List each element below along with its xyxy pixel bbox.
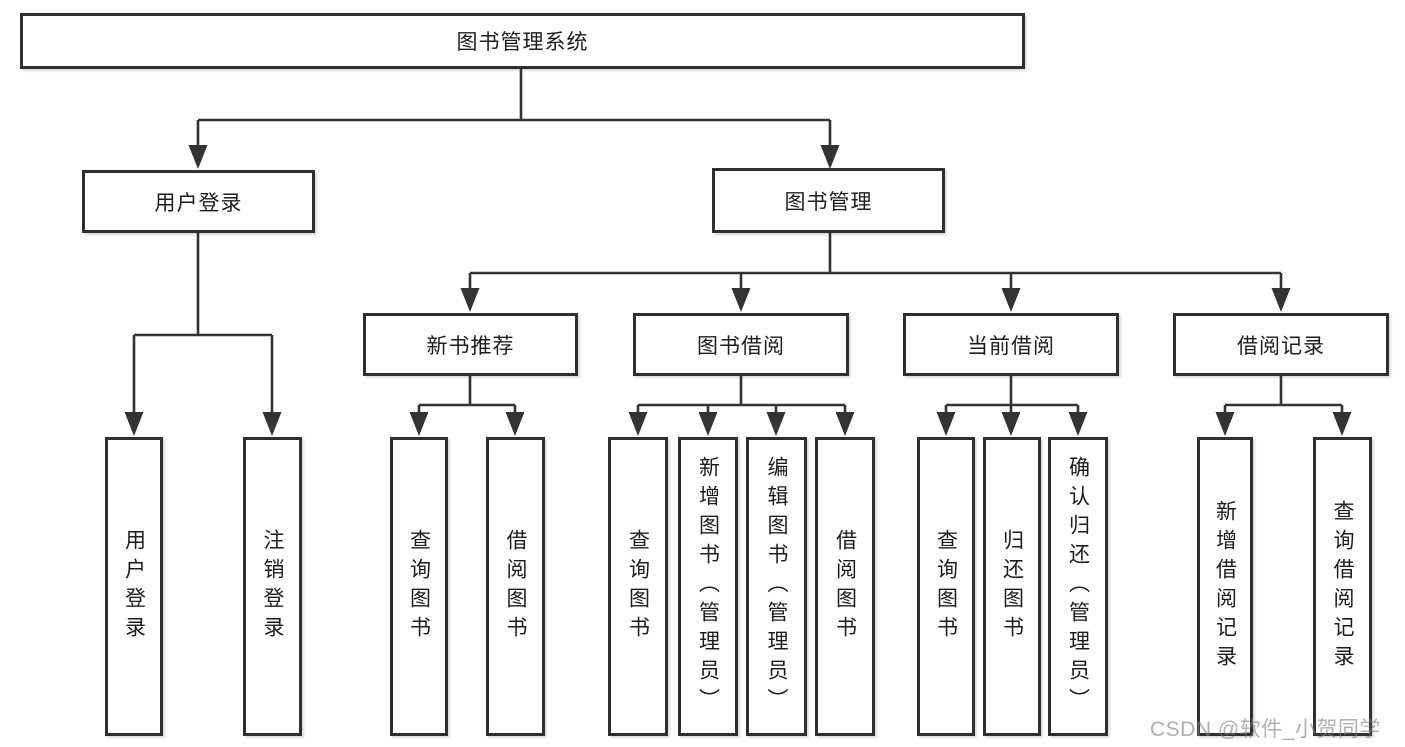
leaf-edit-book-admin: 编辑图书（管理员）	[746, 437, 807, 736]
arrow-icon	[1332, 412, 1352, 436]
node-borrow-records-label: 借阅记录	[1237, 334, 1325, 358]
connector-book-borrow	[636, 376, 847, 413]
arrow-icon	[835, 412, 855, 436]
arrow-icon	[188, 145, 208, 169]
leaf-logout-label: 注销登录	[261, 528, 284, 645]
node-book-management: 图书管理	[712, 168, 945, 233]
arrow-icon	[505, 412, 525, 436]
arrow-icon	[698, 412, 718, 436]
leaf-add-book-admin: 新增图书（管理员）	[678, 437, 738, 736]
leaf-user-login-label: 用户登录	[122, 528, 146, 645]
leaf-return-book-label: 归还图书	[1000, 528, 1024, 645]
connector-new-book-recommend	[417, 376, 517, 413]
connector-current-borrow	[944, 376, 1080, 413]
node-current-borrow: 当前借阅	[903, 313, 1119, 376]
connector-root	[196, 69, 832, 146]
leaf-query-books-1-label: 查询图书	[407, 528, 431, 645]
node-library-system-label: 图书管理系统	[456, 31, 589, 54]
arrow-icon	[1001, 288, 1021, 312]
leaf-query-books-1: 查询图书	[390, 437, 448, 736]
leaf-query-books-2-label: 查询图书	[626, 528, 650, 645]
leaf-add-borrow-record: 新增借阅记录	[1197, 437, 1253, 736]
arrow-icon	[731, 288, 751, 312]
leaf-return-book: 归还图书	[983, 437, 1041, 736]
arrow-icon	[936, 412, 956, 436]
node-borrow-records: 借阅记录	[1173, 313, 1389, 376]
leaf-borrow-books-2: 借阅图书	[815, 437, 875, 736]
node-new-book-recommend-label: 新书推荐	[426, 334, 515, 358]
leaf-borrow-books-1: 借阅图书	[486, 437, 545, 736]
connector-borrow-records	[1223, 376, 1344, 413]
node-library-system: 图书管理系统	[20, 13, 1025, 69]
arrow-icon	[1001, 412, 1021, 436]
arrow-icon	[1068, 412, 1088, 436]
leaf-edit-book-admin-label: 编辑图书（管理员）	[765, 456, 788, 717]
leaf-query-books-3: 查询图书	[917, 437, 975, 736]
leaf-query-borrow-record-label: 查询借阅记录	[1331, 499, 1354, 674]
leaf-user-login: 用户登录	[105, 437, 163, 736]
leaf-borrow-books-1-label: 借阅图书	[504, 528, 527, 645]
leaf-add-book-admin-label: 新增图书（管理员）	[696, 456, 720, 717]
node-book-borrow-label: 图书借阅	[697, 334, 785, 358]
connector-book-management	[468, 233, 1283, 289]
leaf-logout: 注销登录	[243, 437, 302, 736]
arrow-icon	[1215, 412, 1235, 436]
leaf-add-borrow-record-label: 新增借阅记录	[1213, 499, 1237, 674]
leaf-confirm-return-admin-label: 确认归还（管理员）	[1066, 456, 1090, 717]
node-book-borrow: 图书借阅	[633, 313, 849, 376]
node-user-login-label: 用户登录	[154, 191, 243, 215]
connector-user-login	[132, 233, 274, 413]
arrow-icon	[628, 412, 648, 436]
arrow-icon	[262, 412, 282, 436]
arrow-icon	[460, 288, 480, 312]
arrow-icon	[1271, 288, 1291, 312]
arrow-icon	[820, 145, 840, 169]
leaf-query-books-2: 查询图书	[608, 437, 668, 736]
arrow-icon	[124, 412, 144, 436]
arrow-icon	[409, 412, 429, 436]
leaf-confirm-return-admin: 确认归还（管理员）	[1048, 437, 1108, 736]
leaf-query-borrow-record: 查询借阅记录	[1313, 437, 1372, 736]
node-new-book-recommend: 新书推荐	[363, 313, 578, 376]
leaf-borrow-books-2-label: 借阅图书	[833, 528, 857, 645]
arrow-icon	[766, 412, 786, 436]
node-book-management-label: 图书管理	[784, 190, 873, 214]
node-current-borrow-label: 当前借阅	[967, 334, 1055, 358]
node-user-login: 用户登录	[82, 170, 315, 233]
csdn-watermark: CSDN @软件_小贺同学	[1150, 718, 1381, 741]
leaf-query-books-3-label: 查询图书	[934, 528, 958, 645]
